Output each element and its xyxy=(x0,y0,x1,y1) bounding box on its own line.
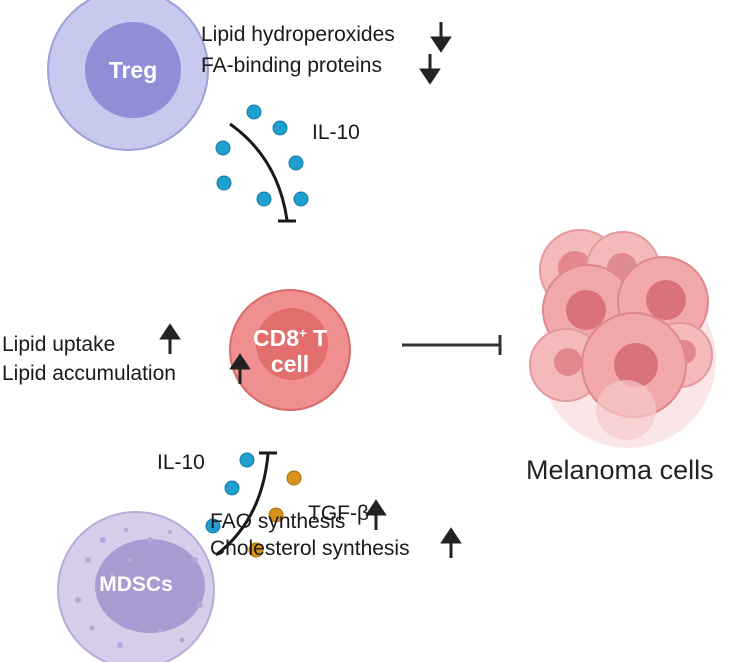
arrow-up-icon xyxy=(365,499,387,530)
mdsc-cell xyxy=(57,511,215,662)
treg-label: Treg xyxy=(108,57,158,83)
mdsc-cytokine-il10: IL-10 xyxy=(157,451,205,474)
melanoma-cluster xyxy=(529,229,716,448)
cd8-label-line2: cell xyxy=(270,351,310,378)
treg-cytokine-label: IL-10 xyxy=(312,121,360,144)
cd8-label-line1-suffix: T xyxy=(306,325,328,351)
mdsc-effect-1: FAO synthesis xyxy=(210,510,346,533)
arrow-up-icon xyxy=(159,323,181,354)
cd8-label-sup: + xyxy=(298,325,307,341)
treg-cell xyxy=(47,0,209,151)
mdsc-cytokine-tgfb: TGF-β xyxy=(308,502,370,525)
il10-dots-mdsc xyxy=(205,452,255,534)
cd8-t-cell xyxy=(229,289,351,411)
arrow-down-icon xyxy=(419,54,441,85)
inhibition-line-cd8-melanoma xyxy=(402,335,502,355)
tgfb-dots-mdsc xyxy=(248,470,302,558)
arrow-down-icon xyxy=(430,22,452,53)
arrow-up-icon xyxy=(440,527,462,558)
mdsc-label: MDSCs xyxy=(99,573,173,596)
cd8-label-line1: CD8 xyxy=(252,325,299,351)
cd8-label: CD8+ T cell xyxy=(230,325,350,378)
treg-effect-2: FA-binding proteins xyxy=(201,54,382,77)
treg-effect-1: Lipid hydroperoxides xyxy=(201,23,395,46)
cd8-effect-2: Lipid accumulation xyxy=(2,362,176,385)
arrow-up-icon xyxy=(229,353,251,384)
cd8-effect-1: Lipid uptake xyxy=(2,333,116,356)
melanoma-label: Melanoma cells xyxy=(526,455,714,485)
inhibition-arc-mdsc xyxy=(215,451,277,557)
inhibition-arc-treg xyxy=(229,122,296,223)
mdsc-effect-2: Cholesterol synthesis xyxy=(210,537,410,560)
il10-dots-treg xyxy=(215,104,309,207)
